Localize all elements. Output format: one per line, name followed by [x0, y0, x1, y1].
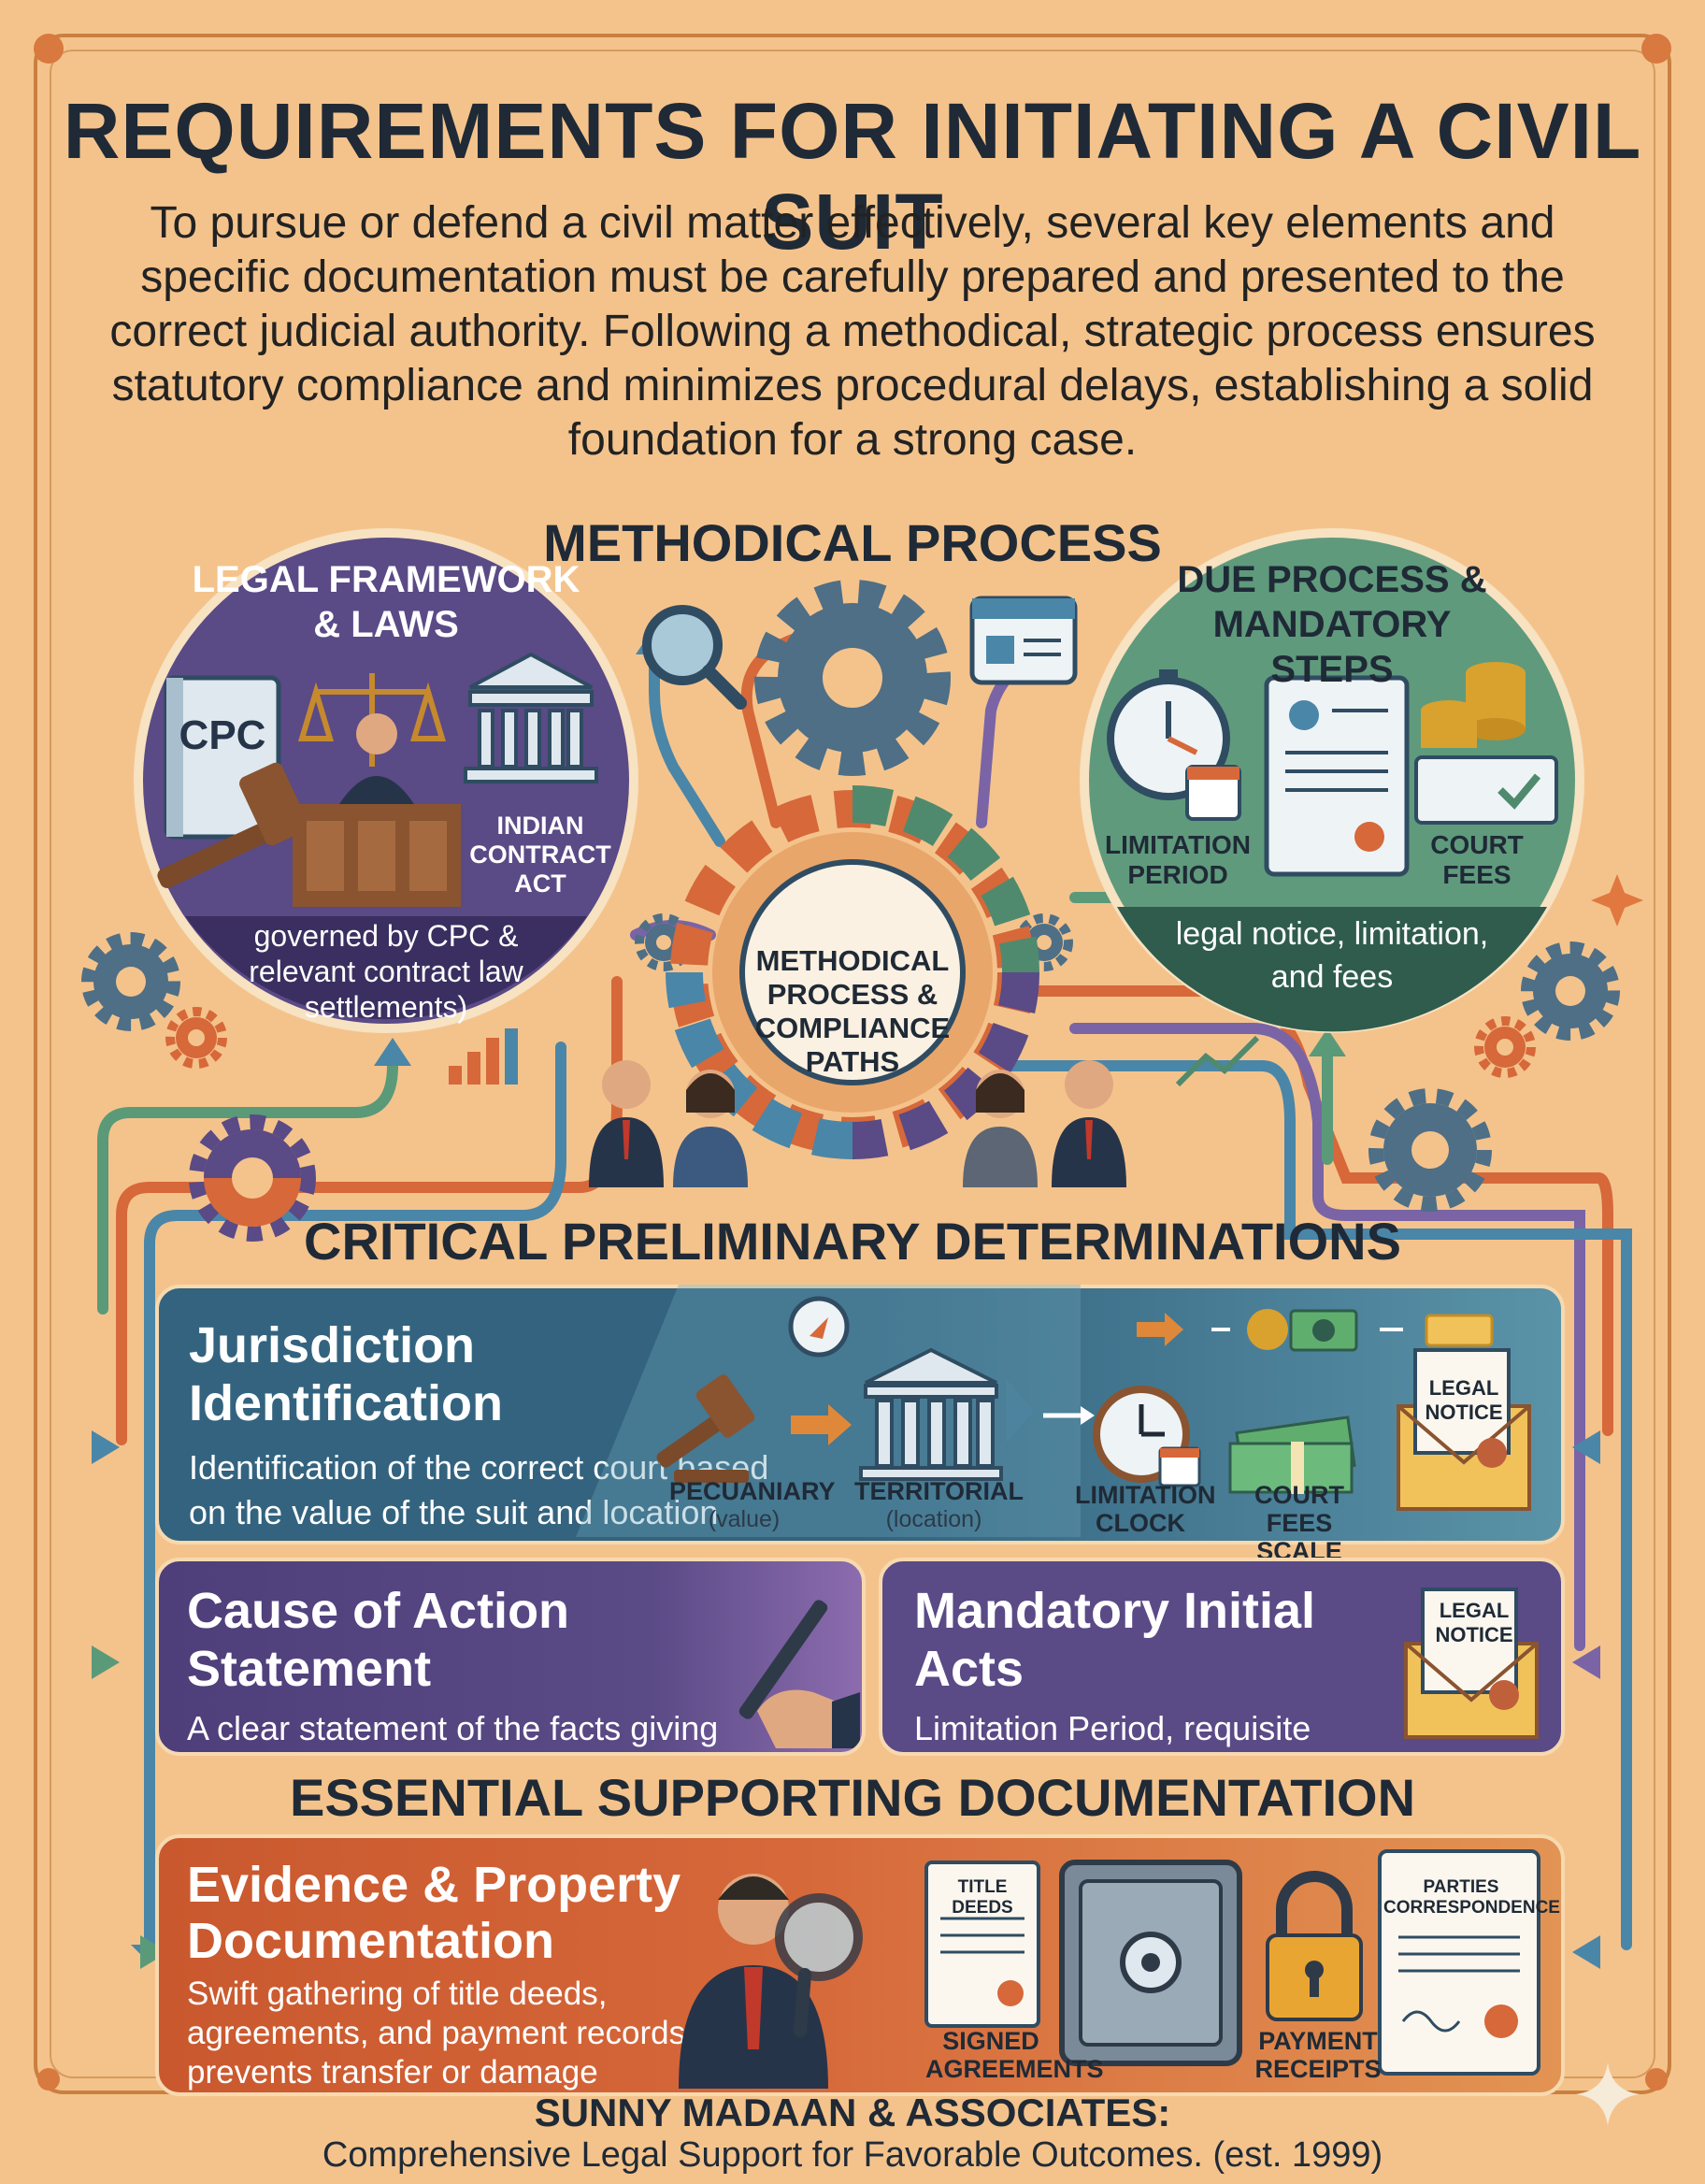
due-process-caption: legal notice, limitation, and fees [1175, 916, 1489, 995]
gear-icon [81, 932, 180, 1031]
team-figures [589, 1060, 1126, 1187]
sparkle-icon [1576, 2062, 1640, 2126]
pecuniary-title: PECUANIARY [669, 1477, 836, 1505]
signed-agreements-label: SIGNED AGREEMENTS [925, 2027, 1104, 2083]
trend-line-icon [1175, 1035, 1260, 1087]
person-icon [589, 1060, 664, 1187]
legal-notice-label: LEGAL NOTICE [1425, 1376, 1503, 1424]
title-deeds-label: TITLE DEEDS [952, 1877, 1013, 1918]
bar-chart-icon [449, 1028, 518, 1085]
money-flow-icon [1137, 1309, 1494, 1352]
person-icon [1052, 1060, 1126, 1187]
due-process-title: DUE PROCESS & MANDATORY STEPS [1177, 559, 1487, 690]
correspondence-document-icon [1378, 1849, 1540, 2076]
pen-hand-icon [738, 1600, 860, 1748]
court-fees-label: COURT FEES [1430, 830, 1524, 889]
limitation-period-label: LIMITATION PERIOD [1104, 830, 1252, 889]
center-gear [666, 785, 1039, 1159]
investigator-figure-icon [679, 1874, 828, 2089]
gear-icon [165, 1007, 227, 1069]
courthouse-icon [464, 652, 598, 783]
title-deeds-document-icon [924, 1861, 1040, 2028]
cause-body: A clear statement of the facts giving th… [187, 1709, 719, 1747]
coins-icon [1421, 662, 1526, 748]
stopwatch-icon [1107, 669, 1241, 821]
cheque-icon [1414, 755, 1558, 825]
preliminary-heading: CRITICAL PRELIMINARY DETERMINATIONS [304, 1212, 1401, 1271]
jurisdiction-icons [576, 1285, 1531, 1537]
judge-desk-icon [293, 804, 461, 907]
cpc-label: CPC [179, 712, 266, 758]
indian-contract-act-label: INDIAN CONTRACT ACT [469, 812, 611, 898]
person-icon [963, 1070, 1038, 1187]
evidence-body: Swift gathering of title deeds, agreemen… [187, 1976, 686, 2091]
legal-framework-title: LEGAL FRAMEWORK & LAWS [192, 559, 580, 645]
legal-framework-caption: governed by CPC & relevant contract law … [249, 919, 523, 1024]
page-title: REQUIREMENTS FOR INITIATING A CIVIL SUIT [63, 87, 1642, 266]
limitation-clock-label: LIMITATION CLOCK [1075, 1481, 1216, 1537]
gear-icon [1521, 941, 1620, 1041]
due-process-circle [1080, 528, 1584, 1033]
compass-icon [788, 1296, 850, 1358]
gear-icon [754, 580, 951, 776]
evidence-title: Evidence & Property Documentation [187, 1857, 681, 1969]
gear-icon [189, 1114, 316, 1242]
magnifier-icon [775, 1893, 863, 2037]
person-icon [673, 1070, 748, 1187]
center-gear-label: METHODICAL PROCESS & COMPLIANCE PATHS [754, 944, 951, 1078]
courthouse-icon [859, 1347, 1003, 1481]
gear-icon [1368, 1088, 1492, 1212]
methodical-process-heading: METHODICAL PROCESS [543, 513, 1162, 572]
legal-notice-envelope-icon [1397, 1348, 1531, 1511]
limitation-clock-icon [1093, 1386, 1201, 1487]
mandatory-title: Mandatory Initial Acts [914, 1583, 1316, 1697]
gavel-icon [656, 1374, 755, 1483]
footer-firm-name: SUNNY MADAAN & ASSOCIATES: [534, 2091, 1171, 2134]
parties-correspondence-label: PARTIES CORRESPONDENCE [1383, 1877, 1560, 1918]
magnifier-icon [642, 605, 747, 710]
documentation-heading: ESSENTIAL SUPPORTING DOCUMENTATION [289, 1768, 1416, 1827]
footer-tagline: Comprehensive Legal Support for Favorabl… [322, 2135, 1383, 2175]
pecuniary-label: PECUANIARY (value) [669, 1477, 836, 1533]
evidence-icons [679, 1849, 1540, 2089]
pecuniary-sub: (value) [708, 1506, 781, 1532]
mandatory-notice-label: LEGAL NOTICE [1435, 1599, 1513, 1646]
payment-receipts-label: PAYMENT RECEIPTS [1254, 2027, 1382, 2083]
legal-notice-envelope-icon [1404, 1588, 1539, 1739]
cause-of-action-panel: Cause of Action Statement A clear statem… [155, 1558, 866, 1756]
cause-title: Cause of Action Statement [187, 1583, 570, 1697]
court-fees-cash-icon [1228, 1415, 1356, 1494]
padlock-icon [1266, 1871, 1363, 2021]
mandatory-body: Limitation Period, requisite Court Fees,… [914, 1709, 1311, 1747]
judge-figure-icon [339, 713, 414, 804]
legal-framework-circle [134, 528, 638, 1033]
territorial-title: TERRITORIAL [854, 1477, 1024, 1505]
court-fees-scale-label: COURT FEES SCALE [1254, 1481, 1344, 1565]
jurisdiction-title: Jurisdiction Identification [189, 1317, 503, 1431]
document-icon [1264, 675, 1410, 877]
mandatory-acts-panel: Mandatory Initial Acts Limitation Period… [879, 1558, 1565, 1756]
gavel-icon [157, 762, 308, 888]
gear-icon [1474, 1016, 1536, 1078]
safe-icon [1059, 1860, 1242, 2066]
intro-paragraph: To pursue or defend a civil matter effec… [109, 198, 1596, 465]
territorial-sub: (location) [885, 1506, 982, 1532]
calendar-icon [969, 596, 1078, 685]
territorial-label: TERRITORIAL (location) [854, 1477, 1024, 1533]
